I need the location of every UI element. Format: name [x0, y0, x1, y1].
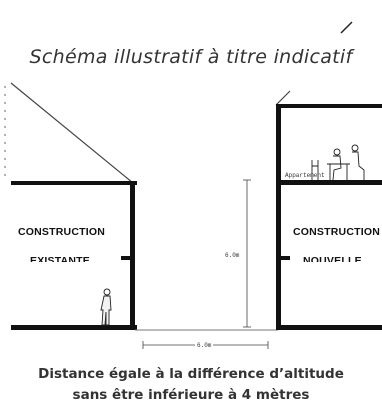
person-figure-icon	[100, 288, 112, 326]
left-top-slab	[11, 181, 137, 185]
right-wall-balcony	[276, 256, 290, 260]
caption-bottom: Distance égale à la différence d’altitud…	[0, 364, 382, 406]
right-building-label-line1: CONSTRUCTION	[293, 226, 380, 238]
caption-bottom-line2: sans être inférieure à 4 mètres	[72, 387, 310, 403]
roof-edge-top-right	[340, 21, 353, 34]
caption-top: Schéma illustratif à titre indicatif	[29, 46, 353, 68]
left-wall-upper	[130, 181, 135, 256]
people-at-table-icon	[311, 144, 365, 181]
right-wall-lower	[276, 260, 281, 330]
right-ground-slab	[276, 325, 382, 330]
right-roof-line	[275, 90, 291, 106]
caption-bottom-line1: Distance égale à la différence d’altitud…	[38, 366, 344, 382]
left-building-label-line2: EXISTANTE	[30, 255, 90, 262]
left-building-label-line1: CONSTRUCTION	[18, 226, 105, 238]
left-wall-lower	[130, 260, 135, 330]
right-building-label-line2: NOUVELLE	[303, 255, 362, 262]
height-dimension-label: 6.0m	[225, 252, 240, 259]
left-wall-balcony	[121, 256, 135, 260]
right-upper-slab	[276, 180, 382, 185]
left-roof-line	[10, 82, 134, 184]
right-roof-slab	[276, 104, 382, 108]
room-label: Appartement	[285, 172, 325, 179]
width-dimension-label: 6.0m	[195, 342, 214, 349]
left-ground-slab	[11, 325, 137, 330]
